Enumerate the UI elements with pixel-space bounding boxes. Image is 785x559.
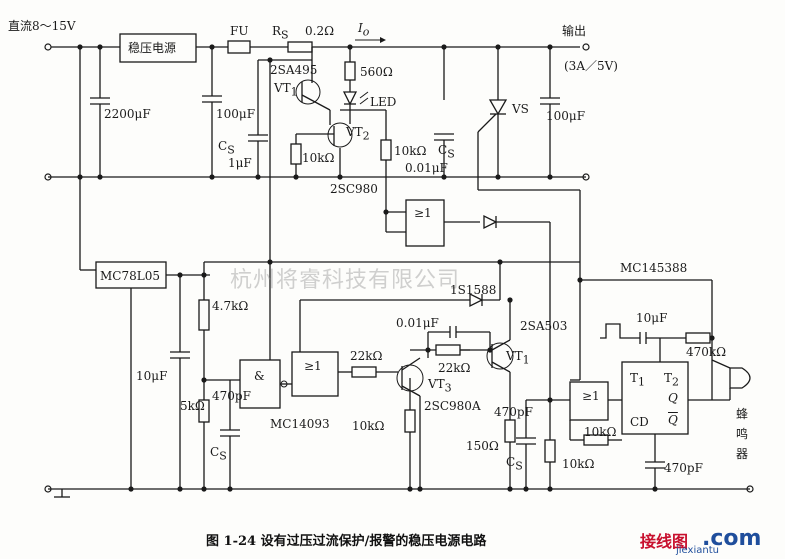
watermark: 杭州将睿科技有限公司 <box>230 268 461 293</box>
rs-label: RS <box>272 24 289 42</box>
input-voltage-label: 直流8～15V <box>8 19 76 33</box>
c470p-b-label: 470pF <box>494 405 533 419</box>
c470p-a-label: 470pF <box>212 389 251 403</box>
vt3-label: VT3 <box>428 377 452 395</box>
fuse-symbol <box>227 40 251 54</box>
vt2-label: VT2 <box>346 125 370 143</box>
cs2-label: CS <box>210 445 227 463</box>
t-2sc980-label: 2SC980 <box>330 182 378 196</box>
led-label: LED <box>370 95 397 109</box>
r10k-e-label: 10kΩ <box>584 425 617 439</box>
r22k-a-label: 22kΩ <box>350 349 383 363</box>
cs-label: CS <box>218 139 235 157</box>
c100a-label: 100μF <box>216 107 256 121</box>
figure-caption: 图 1-24 设有过压过流保护/报警的稳压电源电路 <box>206 534 487 549</box>
rs-resistor <box>287 41 313 53</box>
r10k-d-label: 10kΩ <box>562 457 595 471</box>
d-1s1588-label: 1S1588 <box>450 283 497 297</box>
r470k-label: 470kΩ <box>686 345 727 359</box>
regulator-box <box>119 33 197 63</box>
output-terminal-top <box>582 43 590 51</box>
input-terminal-top <box>44 43 52 51</box>
c001u-label: 0.01μF <box>396 316 439 330</box>
c10u-b-label: 10μF <box>636 311 668 325</box>
junction-dots <box>77 44 715 492</box>
mc145388-label: MC145388 <box>620 261 688 275</box>
or-gate-2-label: ≥1 <box>414 206 432 220</box>
site-logo-cn: 接线图 <box>640 532 689 551</box>
cs-vs-label: CS <box>438 143 455 161</box>
t-2sa495-label: 2SA495 <box>270 63 318 77</box>
vt1-label: VT1 <box>274 81 298 99</box>
c10u-a-label: 10μF <box>136 369 168 383</box>
fuse-label: FU <box>230 24 249 38</box>
and-gate-label: & <box>254 369 265 383</box>
r10k-b-label: 10kΩ <box>394 144 427 158</box>
cd-label: CD <box>630 415 649 429</box>
output-spec: (3A／5V) <box>564 59 618 73</box>
vt4-label: VT1 <box>506 349 530 367</box>
output-label: 输出 <box>562 24 587 38</box>
c1u-label: 1μF <box>228 156 252 170</box>
r22k-b-label: 22kΩ <box>438 361 471 375</box>
t-2sc980a-label: 2SC980A <box>424 399 481 413</box>
or-gate-1-label: ≥1 <box>304 359 322 373</box>
cs3-label: CS <box>506 455 523 473</box>
c100b-label: 100μF <box>546 109 586 123</box>
t1-label: T1 <box>630 371 646 389</box>
c2200-label: 2200μF <box>104 107 151 121</box>
buzzer-label: 蜂鸣器 <box>736 407 749 461</box>
mc14093-label: MC14093 <box>270 417 330 431</box>
regulator-label: 稳压电源 <box>128 41 177 55</box>
r5k-label: 5kΩ <box>180 399 205 413</box>
rs-value: 0.2Ω <box>305 24 335 38</box>
c001-label: 0.01μF <box>405 161 448 175</box>
q-label: Q <box>668 391 678 405</box>
or-gate-3-label: ≥1 <box>582 389 600 403</box>
t-2sa503-label: 2SA503 <box>520 319 568 333</box>
r47k-label: 4.7kΩ <box>212 299 249 313</box>
io-label: Io <box>358 21 370 39</box>
site-logo-en: jiexiantu <box>676 545 719 556</box>
r560-label: 560Ω <box>360 65 393 79</box>
t2-label: T2 <box>664 371 680 389</box>
r10k-c-label: 10kΩ <box>352 419 385 433</box>
vs-label: VS <box>512 102 529 116</box>
site-logo-com: .com <box>702 526 762 551</box>
r150-label: 150Ω <box>466 439 499 453</box>
qbar-label: Q <box>668 413 678 427</box>
r10k-a-label: 10kΩ <box>302 151 335 165</box>
c470p-c-label: 470pF <box>664 461 703 475</box>
mc78l05-label: MC78L05 <box>100 269 160 283</box>
